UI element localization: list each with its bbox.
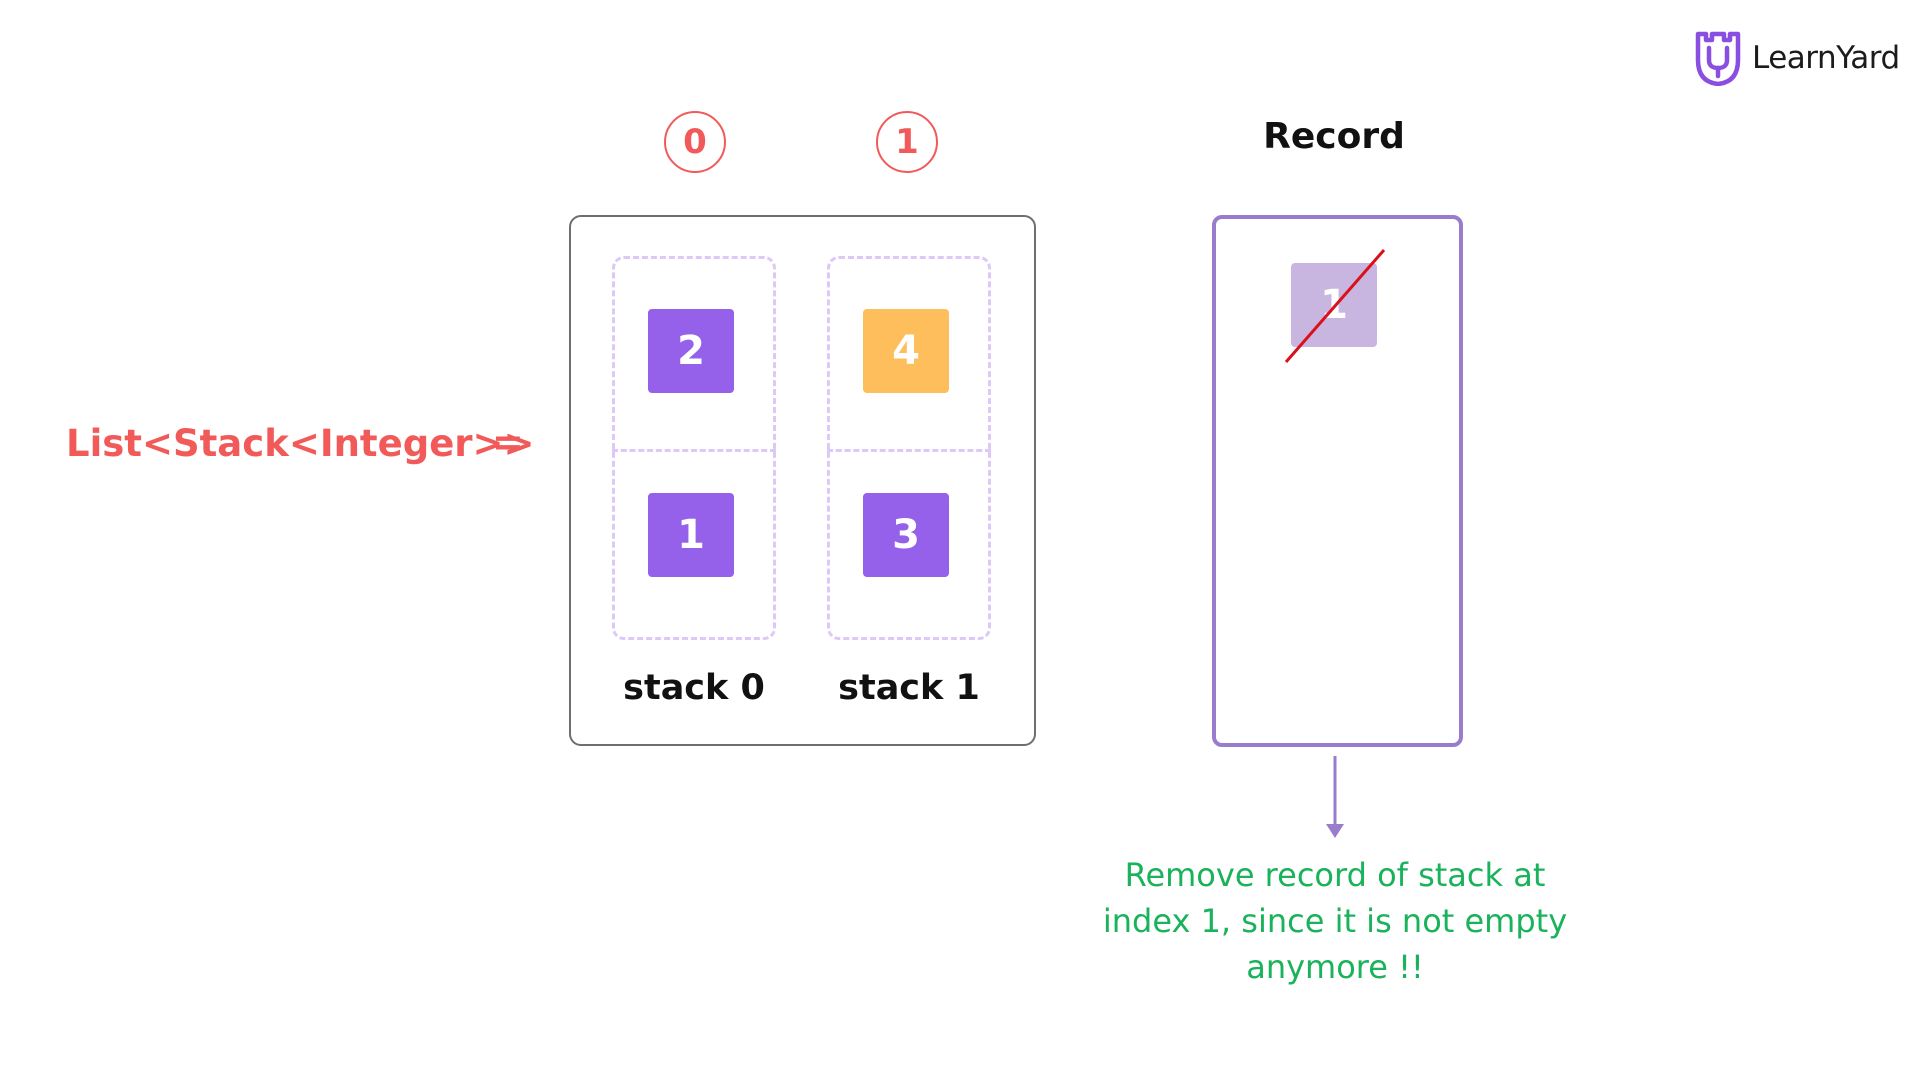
stack-1-item-top: 4 bbox=[863, 309, 949, 393]
strike-through-line bbox=[1284, 249, 1386, 363]
stack-label-0: stack 0 bbox=[623, 668, 765, 708]
brand-name: LearnYard bbox=[1752, 40, 1900, 76]
note-line-2: index 1, since it is not empty bbox=[1102, 902, 1568, 940]
learnyard-logo-icon bbox=[1695, 31, 1741, 86]
stack-label-1: stack 1 bbox=[838, 668, 980, 708]
equals-sign: = bbox=[492, 420, 524, 464]
stack-0-item-top: 2 bbox=[648, 309, 734, 393]
stack-1-item-bottom: 3 bbox=[863, 493, 949, 577]
index-circle-1: 1 bbox=[876, 111, 938, 173]
note-line-3: anymore !! bbox=[1246, 948, 1424, 986]
stack-0-item-bottom: 1 bbox=[648, 493, 734, 577]
list-type-label: List<Stack<Integer>> bbox=[66, 422, 535, 465]
stack-column-1 bbox=[827, 256, 991, 640]
stack-column-0 bbox=[612, 256, 776, 640]
index-circle-0: 0 bbox=[664, 111, 726, 173]
record-title: Record bbox=[1263, 116, 1405, 157]
stack-slot-divider-1 bbox=[827, 449, 991, 452]
record-container bbox=[1212, 215, 1463, 747]
stack-slot-divider-0 bbox=[612, 449, 776, 452]
explanation-note: Remove record of stack at index 1, since… bbox=[1070, 852, 1600, 990]
list-container bbox=[569, 215, 1036, 746]
down-arrow-icon bbox=[1326, 756, 1344, 838]
note-line-1: Remove record of stack at bbox=[1124, 856, 1546, 894]
brand-logo: LearnYard bbox=[1694, 30, 1900, 86]
